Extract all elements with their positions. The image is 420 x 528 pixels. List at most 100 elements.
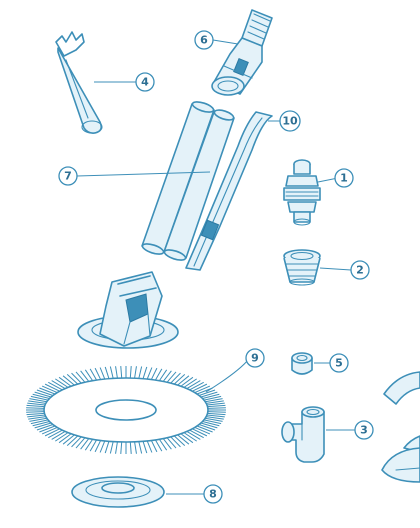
bristle — [162, 438, 172, 450]
bristle — [71, 372, 82, 384]
bristle — [26, 411, 45, 413]
bristle — [109, 366, 114, 379]
bristle — [158, 369, 168, 382]
bristle — [26, 412, 45, 416]
bristle — [183, 378, 197, 388]
bristle — [206, 416, 224, 420]
bristle — [206, 402, 225, 406]
bristle — [26, 407, 45, 409]
bristle — [28, 400, 46, 404]
bristle — [154, 368, 163, 381]
bristle — [66, 435, 79, 446]
bristle — [41, 385, 58, 394]
part-7-hose-sections — [141, 101, 235, 261]
bristle — [104, 366, 110, 379]
svg-text:4: 4 — [141, 76, 149, 89]
bristle — [104, 441, 110, 454]
bristle — [48, 429, 63, 439]
callout-10: 10 — [279, 110, 301, 132]
bristle — [29, 417, 47, 422]
svg-text:6: 6 — [200, 34, 208, 47]
bristle — [138, 441, 143, 454]
bristle — [84, 438, 94, 451]
bristle — [186, 380, 201, 390]
callout-1: 1 — [334, 168, 354, 188]
partial-disc — [381, 447, 420, 483]
svg-text:2: 2 — [356, 264, 364, 277]
bristle — [200, 422, 218, 429]
part-10-flexible-strip — [185, 111, 273, 271]
bristle — [27, 402, 46, 406]
bristle — [80, 438, 90, 450]
bristle — [66, 374, 79, 385]
svg-text:7: 7 — [64, 170, 72, 183]
bristle — [34, 422, 52, 429]
bristle — [32, 420, 50, 427]
bristle — [207, 404, 226, 408]
callout-6: 6 — [194, 30, 214, 50]
bristle — [205, 398, 223, 403]
bristle — [94, 440, 102, 453]
bristle — [89, 368, 98, 381]
part-2-cone-insert — [283, 249, 321, 286]
bristle — [58, 376, 72, 387]
bristle — [180, 376, 194, 387]
bristle — [71, 436, 82, 448]
bristle — [51, 380, 66, 390]
bristle — [62, 375, 75, 386]
bristle — [166, 437, 177, 449]
bristle — [138, 366, 143, 379]
svg-text:9: 9 — [251, 352, 259, 365]
bristle — [120, 366, 123, 379]
part-6-swivel-connector — [211, 9, 273, 96]
bristle — [120, 441, 123, 454]
bristle — [154, 439, 163, 452]
bristle — [158, 438, 168, 451]
bristle — [134, 366, 137, 379]
bristle — [89, 439, 98, 452]
bristle — [207, 407, 226, 409]
bristle — [186, 430, 201, 440]
bristle — [44, 383, 60, 392]
bristle — [189, 429, 204, 439]
svg-text:1: 1 — [340, 172, 348, 185]
bristle — [26, 404, 45, 408]
part-4-tube — [55, 31, 103, 134]
bristle — [170, 436, 181, 448]
svg-text:3: 3 — [360, 424, 368, 437]
bristle — [55, 432, 69, 442]
part-5-ring — [291, 352, 313, 375]
bristle — [203, 395, 222, 401]
bristle — [75, 371, 86, 383]
callout-3: 3 — [354, 420, 374, 440]
bristle — [173, 374, 186, 385]
bristle — [207, 411, 226, 413]
bristle — [202, 420, 220, 427]
bristle — [206, 400, 224, 404]
bristle — [55, 378, 69, 388]
bristle — [180, 433, 194, 444]
bristle — [48, 381, 63, 391]
bristle — [162, 370, 172, 382]
bristle — [28, 416, 46, 420]
callout-4: 4 — [135, 72, 155, 92]
bristle — [84, 369, 94, 382]
bristle — [109, 441, 114, 454]
bristle — [51, 430, 66, 440]
bristle — [129, 366, 132, 379]
bristle — [99, 440, 106, 453]
bristle — [58, 433, 72, 444]
part-9-bristle-disc — [26, 366, 226, 454]
bristle — [75, 437, 86, 449]
callout-8: 8 — [203, 484, 223, 504]
bristle — [205, 417, 223, 422]
bristle — [194, 385, 211, 394]
bristle — [27, 414, 46, 418]
bristle — [207, 412, 226, 416]
bristle — [150, 440, 158, 453]
bristle — [173, 435, 186, 446]
bristle — [29, 398, 47, 403]
bristle — [196, 425, 213, 433]
bristle — [183, 432, 197, 442]
leader-lines — [76, 39, 355, 495]
